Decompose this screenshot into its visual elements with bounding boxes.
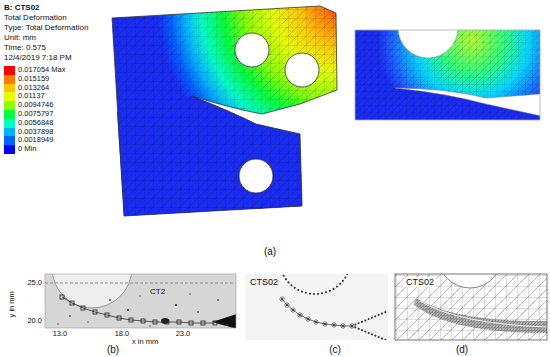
- fe-mesh: [395, 274, 547, 340]
- legend-value: 0.015159: [18, 75, 49, 84]
- axis-title: y in mm: [8, 291, 17, 317]
- annotation-line: 12/4/2019 7:18 PM: [4, 53, 72, 62]
- axis-title: x in mm: [132, 338, 158, 347]
- axis-tick: 20.0: [27, 317, 42, 326]
- color-swatch: [4, 66, 15, 75]
- legend-value: 0.013264: [18, 84, 49, 93]
- model-name: CTS02: [404, 277, 436, 287]
- color-swatch: [4, 110, 15, 119]
- legend-value: 0.0075797: [18, 110, 53, 119]
- annotation-line: Unit: mm: [4, 33, 36, 42]
- model-name: CTS02: [248, 277, 280, 287]
- axis-tick: 18.0: [115, 330, 130, 339]
- legend-row: 0.0018949: [4, 136, 84, 145]
- legend-row: 0.015159: [4, 75, 84, 84]
- legend-row: 0.013264: [4, 84, 84, 93]
- legend-row: 0.0056848: [4, 119, 84, 128]
- axis-tick: 25.0: [27, 279, 42, 288]
- photo-frame: [45, 274, 236, 328]
- legend-value: 0.0037898: [18, 128, 53, 137]
- annotation-line: Time: 0.575: [4, 43, 46, 52]
- annotation-line: Total Deformation: [4, 13, 67, 22]
- legend-value: 0.0018949: [18, 136, 53, 145]
- color-swatch: [4, 101, 15, 110]
- color-swatch: [4, 128, 15, 137]
- legend-row: 0.01137: [4, 92, 84, 101]
- specimen-name: CT2: [148, 287, 167, 296]
- color-swatch: [4, 75, 15, 84]
- mesh-frame: [395, 274, 547, 340]
- axis-tick: 13.0: [53, 330, 68, 339]
- legend-value: 0 Min: [18, 145, 36, 154]
- inset-frame: [355, 30, 540, 120]
- specimen-contour: [112, 6, 337, 216]
- color-swatch: [4, 119, 15, 128]
- legend-row: 0.0075797: [4, 110, 84, 119]
- axis-tick: 23.0: [176, 330, 191, 339]
- color-legend: 0.017054 Max0.0151590.0132640.011370.009…: [4, 66, 84, 154]
- legend-row: 0.017054 Max: [4, 66, 84, 75]
- crack-inset: [355, 30, 540, 120]
- legend-row: 0 Min: [4, 145, 84, 154]
- legend-value: 0.0056848: [18, 119, 53, 128]
- boundary-model: [245, 274, 388, 340]
- annotation-line: Type: Total Deformation: [4, 23, 88, 32]
- legend-value: 0.0094746: [18, 101, 53, 110]
- legend-value: 0.01137: [18, 92, 45, 101]
- annotation-title: B: CTS02: [4, 3, 40, 12]
- color-swatch: [4, 145, 15, 154]
- experiment-photo: [45, 274, 236, 328]
- color-swatch: [4, 84, 15, 93]
- legend-row: 0.0037898: [4, 128, 84, 137]
- panel-label: (c): [329, 345, 341, 355]
- panel-label: (b): [107, 345, 119, 355]
- legend-value: 0.017054 Max: [18, 66, 66, 75]
- panel-label: (d): [456, 345, 468, 355]
- color-swatch: [4, 136, 15, 145]
- legend-row: 0.0094746: [4, 101, 84, 110]
- panel-label: (a): [264, 246, 276, 258]
- color-swatch: [4, 92, 15, 101]
